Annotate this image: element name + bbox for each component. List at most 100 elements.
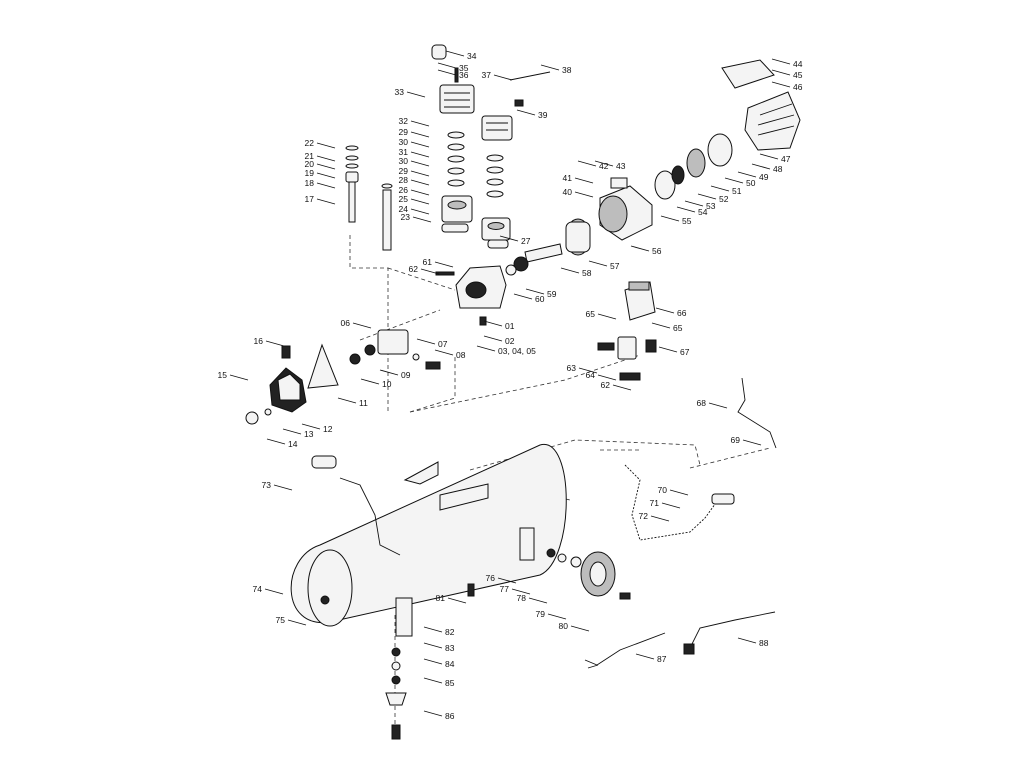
cable-87: [584, 632, 666, 669]
callout-leader: [597, 374, 617, 381]
callout-label: 67: [680, 347, 690, 357]
washer-76: [546, 548, 556, 558]
callout-label: 03, 04, 05: [498, 346, 536, 356]
callout-label: 64: [586, 370, 596, 380]
callout-leader: [266, 438, 286, 445]
outlet-fitting-38: [509, 71, 551, 81]
callout-label: 82: [445, 627, 455, 637]
motor-assembly: [505, 59, 801, 276]
callout-label: 38: [562, 65, 572, 75]
callout-label: 79: [536, 609, 546, 619]
callout-leader: [560, 267, 580, 274]
callout-label: 30: [399, 156, 409, 166]
callout-leader: [577, 160, 597, 167]
callout-label: 26: [399, 185, 409, 195]
cylinder-right: [481, 217, 511, 241]
callout-label: 14: [288, 439, 298, 449]
cylinder-left: [441, 195, 473, 223]
callout-label: 73: [262, 480, 272, 490]
callout-label: 85: [445, 678, 455, 688]
callout-label: 43: [616, 161, 626, 171]
callout-label: 32: [399, 116, 409, 126]
knob-16: [281, 345, 291, 359]
quick-coupler-62: [619, 372, 641, 381]
callout-label: 60: [535, 294, 545, 304]
front-cover: [269, 367, 307, 413]
callout-leader: [264, 588, 284, 595]
callout-label: 81: [436, 593, 446, 603]
callout-label: 23: [401, 212, 411, 222]
callout-label: 08: [456, 350, 466, 360]
callout-leader: [594, 160, 614, 167]
callout-label: 50: [746, 178, 756, 188]
callout-leader: [630, 245, 650, 252]
callout-label: 56: [652, 246, 662, 256]
pipe-stub-73: [311, 455, 337, 469]
callout-label: 78: [517, 593, 527, 603]
callout-label: 63: [567, 363, 577, 373]
callout-label: 02: [505, 336, 515, 346]
washer-07: [412, 353, 420, 361]
pump-bracket: [403, 461, 439, 485]
washer-77: [557, 553, 567, 563]
callout-label: 37: [482, 70, 492, 80]
callout-label: 11: [359, 398, 368, 408]
callout-label: 29: [399, 166, 409, 176]
callout-leader: [669, 489, 689, 496]
end-cover-54: [654, 170, 676, 200]
callout-leader: [497, 577, 517, 584]
callout-label: 01: [505, 321, 515, 331]
nut-10: [349, 353, 361, 365]
callout-leader: [437, 62, 457, 69]
callout-leader: [316, 172, 336, 179]
callout-leader: [412, 216, 432, 223]
callout-leader: [423, 710, 443, 717]
manifold-block: [617, 336, 637, 360]
callout-leader: [406, 91, 426, 98]
callout-leader: [660, 215, 680, 222]
callout-label: 44: [793, 59, 803, 69]
callout-label: 74: [253, 584, 263, 594]
callout-leader: [410, 141, 430, 148]
callout-leader: [437, 69, 457, 76]
callout-label: 59: [547, 289, 557, 299]
callout-leader: [316, 155, 336, 162]
callout-leader: [410, 151, 430, 158]
callout-label: 76: [486, 573, 496, 583]
callout-leader: [379, 369, 399, 376]
callout-label: 68: [697, 398, 707, 408]
motor-shaft: [524, 243, 563, 263]
callout-label: 49: [759, 172, 769, 182]
pressure-switch: [624, 281, 656, 321]
callout-leader: [316, 182, 336, 189]
callout-label: 53: [706, 201, 716, 211]
bolt-08: [425, 361, 441, 370]
callout-label: 20: [305, 159, 315, 169]
callout-label: 66: [677, 308, 687, 318]
callout-leader: [410, 120, 430, 127]
callout-leader: [737, 637, 757, 644]
callout-label: 29: [399, 127, 409, 137]
callout-leader: [423, 658, 443, 665]
callout-leader: [710, 185, 730, 192]
bearing-52: [671, 165, 685, 185]
air-tank: [290, 444, 567, 637]
tank-foot-left: [395, 597, 413, 637]
callout-label: 22: [305, 138, 315, 148]
callout-label: 61: [423, 257, 433, 267]
callout-leader: [410, 160, 430, 167]
callout-leader: [229, 374, 249, 381]
mount-plate: [439, 483, 489, 511]
coiled-hose: [624, 464, 719, 541]
callout-leader: [547, 613, 567, 620]
callout-leader: [410, 198, 430, 205]
callout-leader: [499, 235, 519, 242]
fan-51: [686, 148, 706, 178]
callout-label: 83: [445, 643, 455, 653]
callout-leader: [337, 397, 357, 404]
callout-leader: [513, 293, 533, 300]
callout-leader: [282, 428, 302, 435]
callout-leader: [751, 163, 771, 170]
callout-label: 41: [563, 173, 573, 183]
